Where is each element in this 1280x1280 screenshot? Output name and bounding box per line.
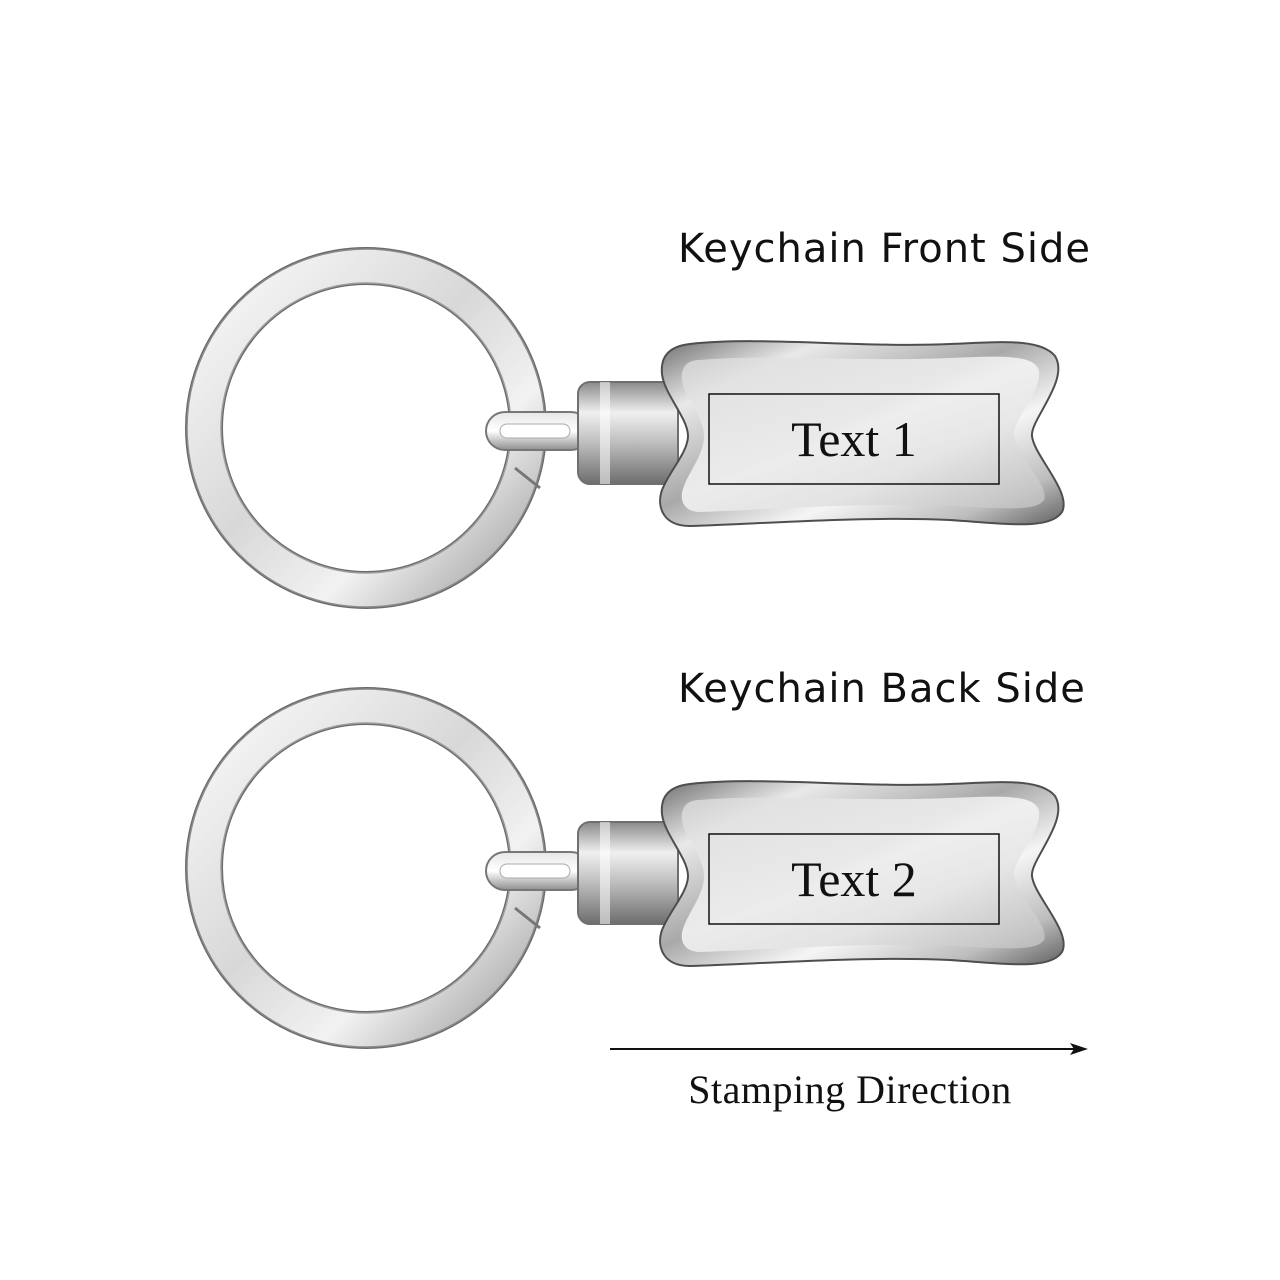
arrow-right-icon: [610, 1043, 1088, 1055]
front-side-heading: Keychain Front Side: [678, 226, 1091, 272]
back-engraving-text: Text 2: [791, 851, 917, 907]
back-side-heading: Keychain Back Side: [678, 666, 1086, 712]
stamping-direction-caption: Stamping Direction: [688, 1067, 1012, 1112]
front-engraving-text: Text 1: [791, 411, 917, 467]
